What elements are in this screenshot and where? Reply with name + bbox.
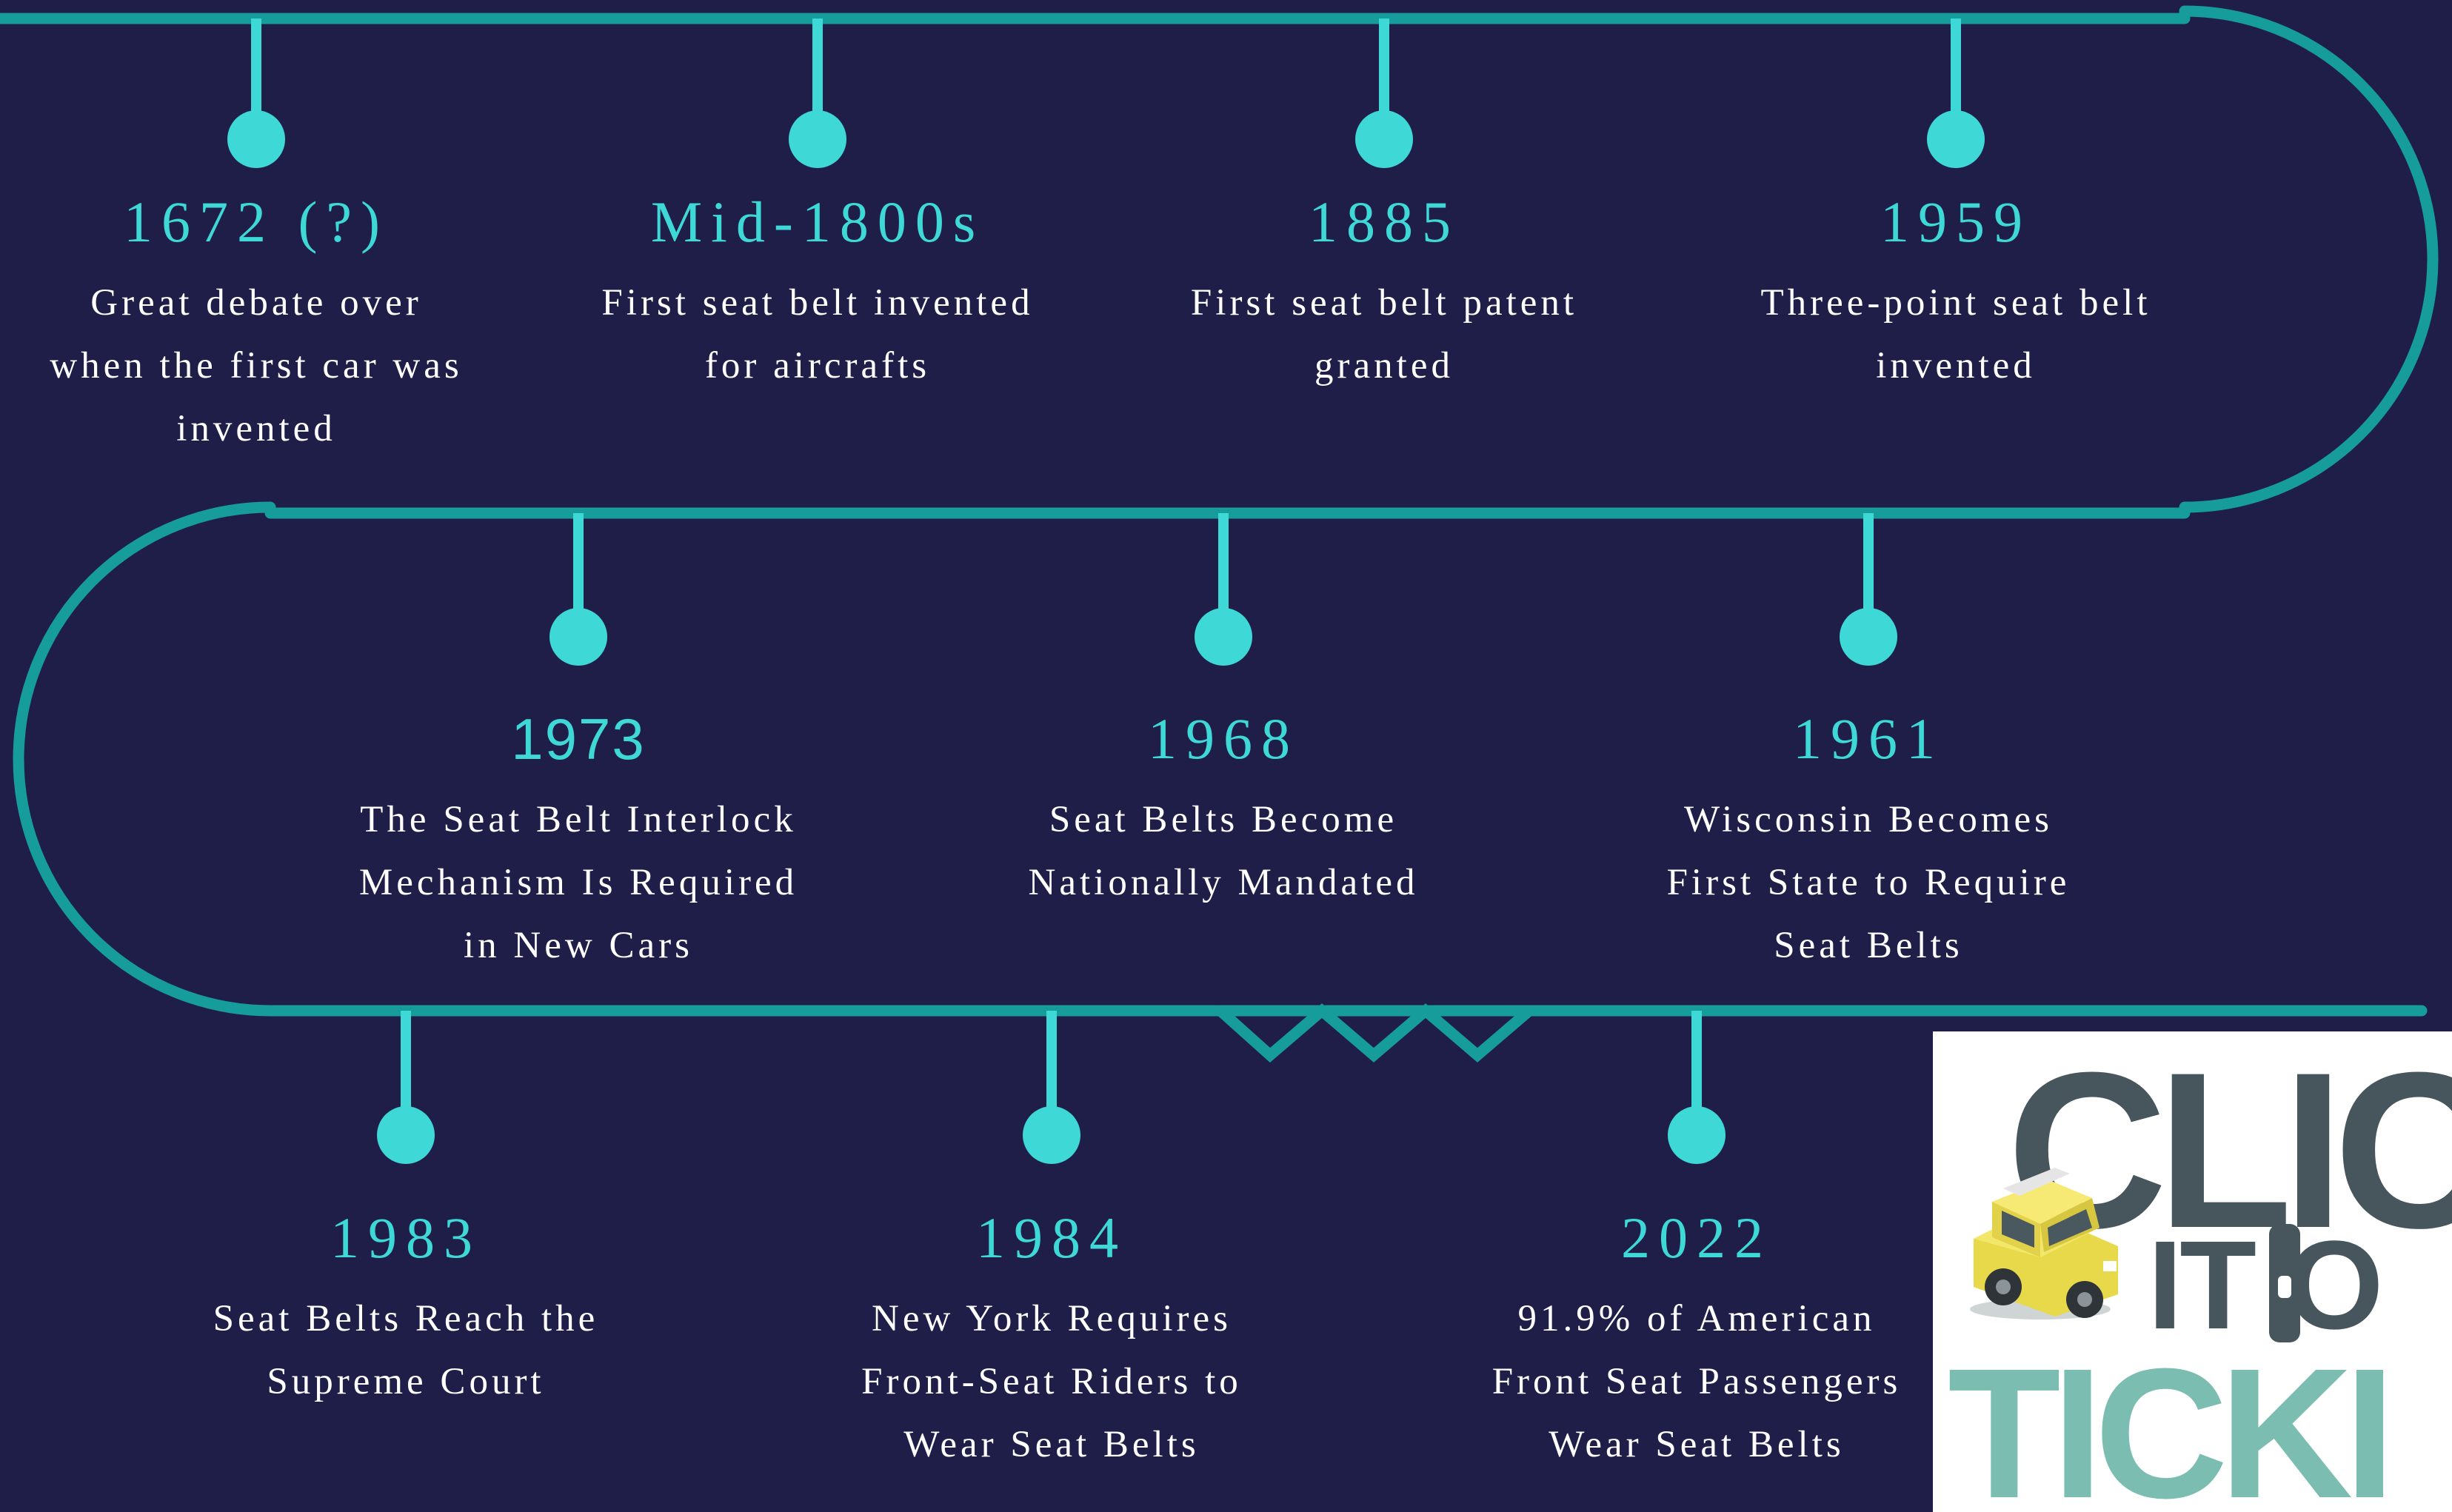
event-description: 91.9% of American Front Seat Passengers … <box>1437 1288 1956 1476</box>
description-line: for aircrafts <box>704 345 931 387</box>
seatbelt-buckle-icon <box>2269 1224 2300 1342</box>
description-line: Wisconsin Becomes <box>1684 799 2053 840</box>
description-line: Seat Belts Reach the <box>213 1298 599 1339</box>
event-year: 1984 <box>976 1205 1127 1270</box>
event-1672: 1672 (?) Great debate over when the firs… <box>0 189 515 461</box>
event-description: First seat belt patent granted <box>1125 272 1643 398</box>
event-description: Great debate over when the first car was… <box>0 272 515 461</box>
logo-line-2: IT O <box>2148 1215 2384 1356</box>
description-line: Wear Seat Belts <box>1549 1424 1845 1465</box>
event-description: First seat belt invented for aircrafts <box>558 272 1077 398</box>
event-year: 1968 <box>1148 706 1299 771</box>
event-year: 1983 <box>330 1205 481 1270</box>
description-line: invented <box>176 408 336 449</box>
marker-dot-1983 <box>377 1106 435 1164</box>
description-line: Supreme Court <box>267 1361 545 1402</box>
event-description: Three-point seat belt invented <box>1697 272 2215 398</box>
car-icon <box>1970 1168 2118 1319</box>
event-description: The Seat Belt Interlock Mechanism Is Req… <box>319 789 838 977</box>
description-line: First State to Require <box>1666 862 2071 903</box>
event-1973: 1973 The Seat Belt Interlock Mechanism I… <box>319 706 838 977</box>
marker-dot-1961 <box>1840 608 1897 666</box>
event-year: Mid-1800s <box>650 190 985 254</box>
event-year: 1959 <box>1880 190 2031 254</box>
event-year: 1672 (?) <box>123 190 390 254</box>
description-line: Great debate over <box>90 282 422 324</box>
description-line: Front-Seat Riders to <box>861 1361 1242 1402</box>
track-curve-left <box>13 501 276 1017</box>
event-description: Seat Belts Become Nationally Mandated <box>964 789 1483 914</box>
description-line: 91.9% of American <box>1517 1298 1876 1339</box>
event-description: Seat Belts Reach the Supreme Court <box>147 1288 665 1414</box>
description-line: invented <box>1876 345 2036 387</box>
event-description: Wisconsin Becomes First State to Require… <box>1609 789 2128 977</box>
zigzag-decoration <box>1215 1003 1535 1063</box>
event-mid1800s: Mid-1800s First seat belt invented for a… <box>558 189 1077 398</box>
description-line: Nationally Mandated <box>1028 862 1419 903</box>
description-line: Mechanism Is Required <box>358 862 798 903</box>
click-it-or-ticket-logo: CLIC IT O TICKI <box>1933 1031 2452 1512</box>
description-line: in New Cars <box>464 925 693 966</box>
marker-dot-1968 <box>1195 608 1252 666</box>
marker-dot-2022 <box>1668 1106 1726 1164</box>
description-line: Three-point seat belt <box>1760 282 2151 324</box>
description-line: Seat Belts <box>1774 925 1963 966</box>
event-description: New York Requires Front-Seat Riders to W… <box>792 1288 1311 1476</box>
event-1885: 1885 First seat belt patent granted <box>1125 189 1643 398</box>
description-line: granted <box>1314 345 1454 387</box>
description-line: Front Seat Passengers <box>1491 1361 1902 1402</box>
description-line: Seat Belts Become <box>1049 799 1398 840</box>
description-line: when the first car was <box>50 345 463 387</box>
marker-dot-1973 <box>549 608 607 666</box>
event-2022: 2022 91.9% of American Front Seat Passen… <box>1437 1205 1956 1476</box>
event-1959: 1959 Three-point seat belt invented <box>1697 189 2215 398</box>
marker-dot-1885 <box>1355 110 1413 168</box>
marker-dot-1959 <box>1927 110 1985 168</box>
description-line: First seat belt invented <box>601 282 1034 324</box>
description-line: The Seat Belt Interlock <box>360 799 797 840</box>
marker-dot-1672 <box>227 110 285 168</box>
track-curve-right <box>2179 5 2439 513</box>
event-year: 1973 <box>511 706 646 772</box>
event-year: 2022 <box>1621 1205 1772 1270</box>
logo-line-3: TICKI <box>1948 1330 2396 1512</box>
description-line: New York Requires <box>872 1298 1232 1339</box>
event-year: 1885 <box>1309 190 1460 254</box>
marker-dot-mid1800s <box>789 110 846 168</box>
description-line: First seat belt patent <box>1190 282 1578 324</box>
event-year: 1961 <box>1793 706 1944 771</box>
event-1984: 1984 New York Requires Front-Seat Riders… <box>792 1205 1311 1476</box>
event-1961: 1961 Wisconsin Becomes First State to Re… <box>1609 706 2128 977</box>
event-1983: 1983 Seat Belts Reach the Supreme Court <box>147 1205 665 1414</box>
event-1968: 1968 Seat Belts Become Nationally Mandat… <box>964 706 1483 914</box>
description-line: Wear Seat Belts <box>903 1424 1200 1465</box>
marker-dot-1984 <box>1023 1106 1080 1164</box>
